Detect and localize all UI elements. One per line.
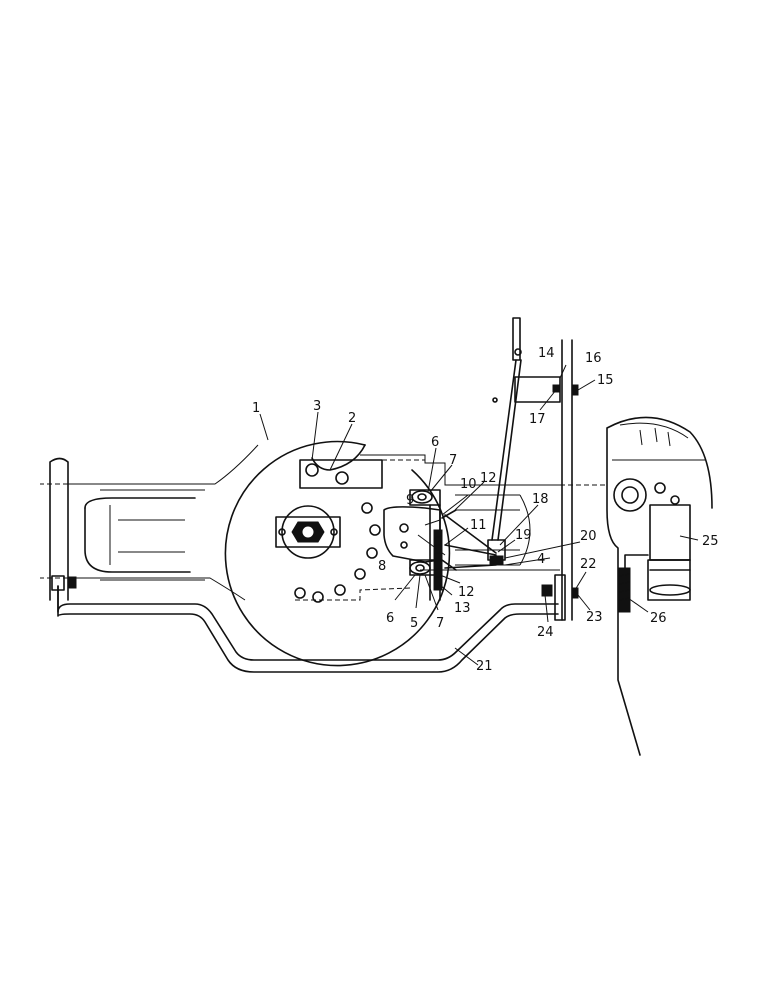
callout-5: 5 — [410, 616, 418, 631]
callout-19: 19 — [515, 528, 532, 543]
callout-25: 25 — [702, 534, 719, 549]
callout-21: 21 — [476, 659, 493, 674]
callout-14: 14 — [538, 346, 555, 361]
callout-7-upper: 7 — [449, 453, 457, 468]
callout-8: 8 — [378, 559, 386, 574]
callout-1: 1 — [252, 401, 260, 416]
callout-12-lower: 12 — [458, 585, 475, 600]
callout-13: 13 — [454, 601, 471, 616]
valve-assembly — [606, 416, 713, 756]
callout-20: 20 — [580, 529, 597, 544]
callout-17: 17 — [529, 412, 546, 427]
callout-11: 11 — [470, 518, 487, 533]
frame-member — [561, 339, 579, 621]
callout-10: 10 — [460, 477, 477, 492]
callouts: 1 2 3 4 5 6 6 7 7 8 9 10 11 12 12 13 14 … — [252, 346, 719, 674]
stabilizer-bar — [51, 574, 566, 673]
callout-15: 15 — [597, 373, 614, 388]
callout-22: 22 — [580, 557, 597, 572]
callout-6-lower: 6 — [386, 611, 394, 626]
callout-6-upper: 6 — [431, 435, 439, 450]
callout-12-upper: 12 — [480, 471, 497, 486]
callout-16: 16 — [585, 351, 602, 366]
caliper-plate — [299, 459, 425, 489]
callout-4: 4 — [537, 552, 545, 567]
callout-2: 2 — [348, 411, 356, 426]
callout-23: 23 — [586, 610, 603, 625]
callout-9: 9 — [406, 493, 414, 508]
callout-18: 18 — [532, 492, 549, 507]
callout-24: 24 — [537, 625, 554, 640]
brake-lever — [444, 317, 561, 569]
leader-lines — [259, 364, 699, 666]
callout-7-lower: 7 — [436, 616, 444, 631]
caliper-assembly — [383, 489, 457, 601]
callout-3: 3 — [313, 399, 321, 414]
callout-26: 26 — [650, 611, 667, 626]
